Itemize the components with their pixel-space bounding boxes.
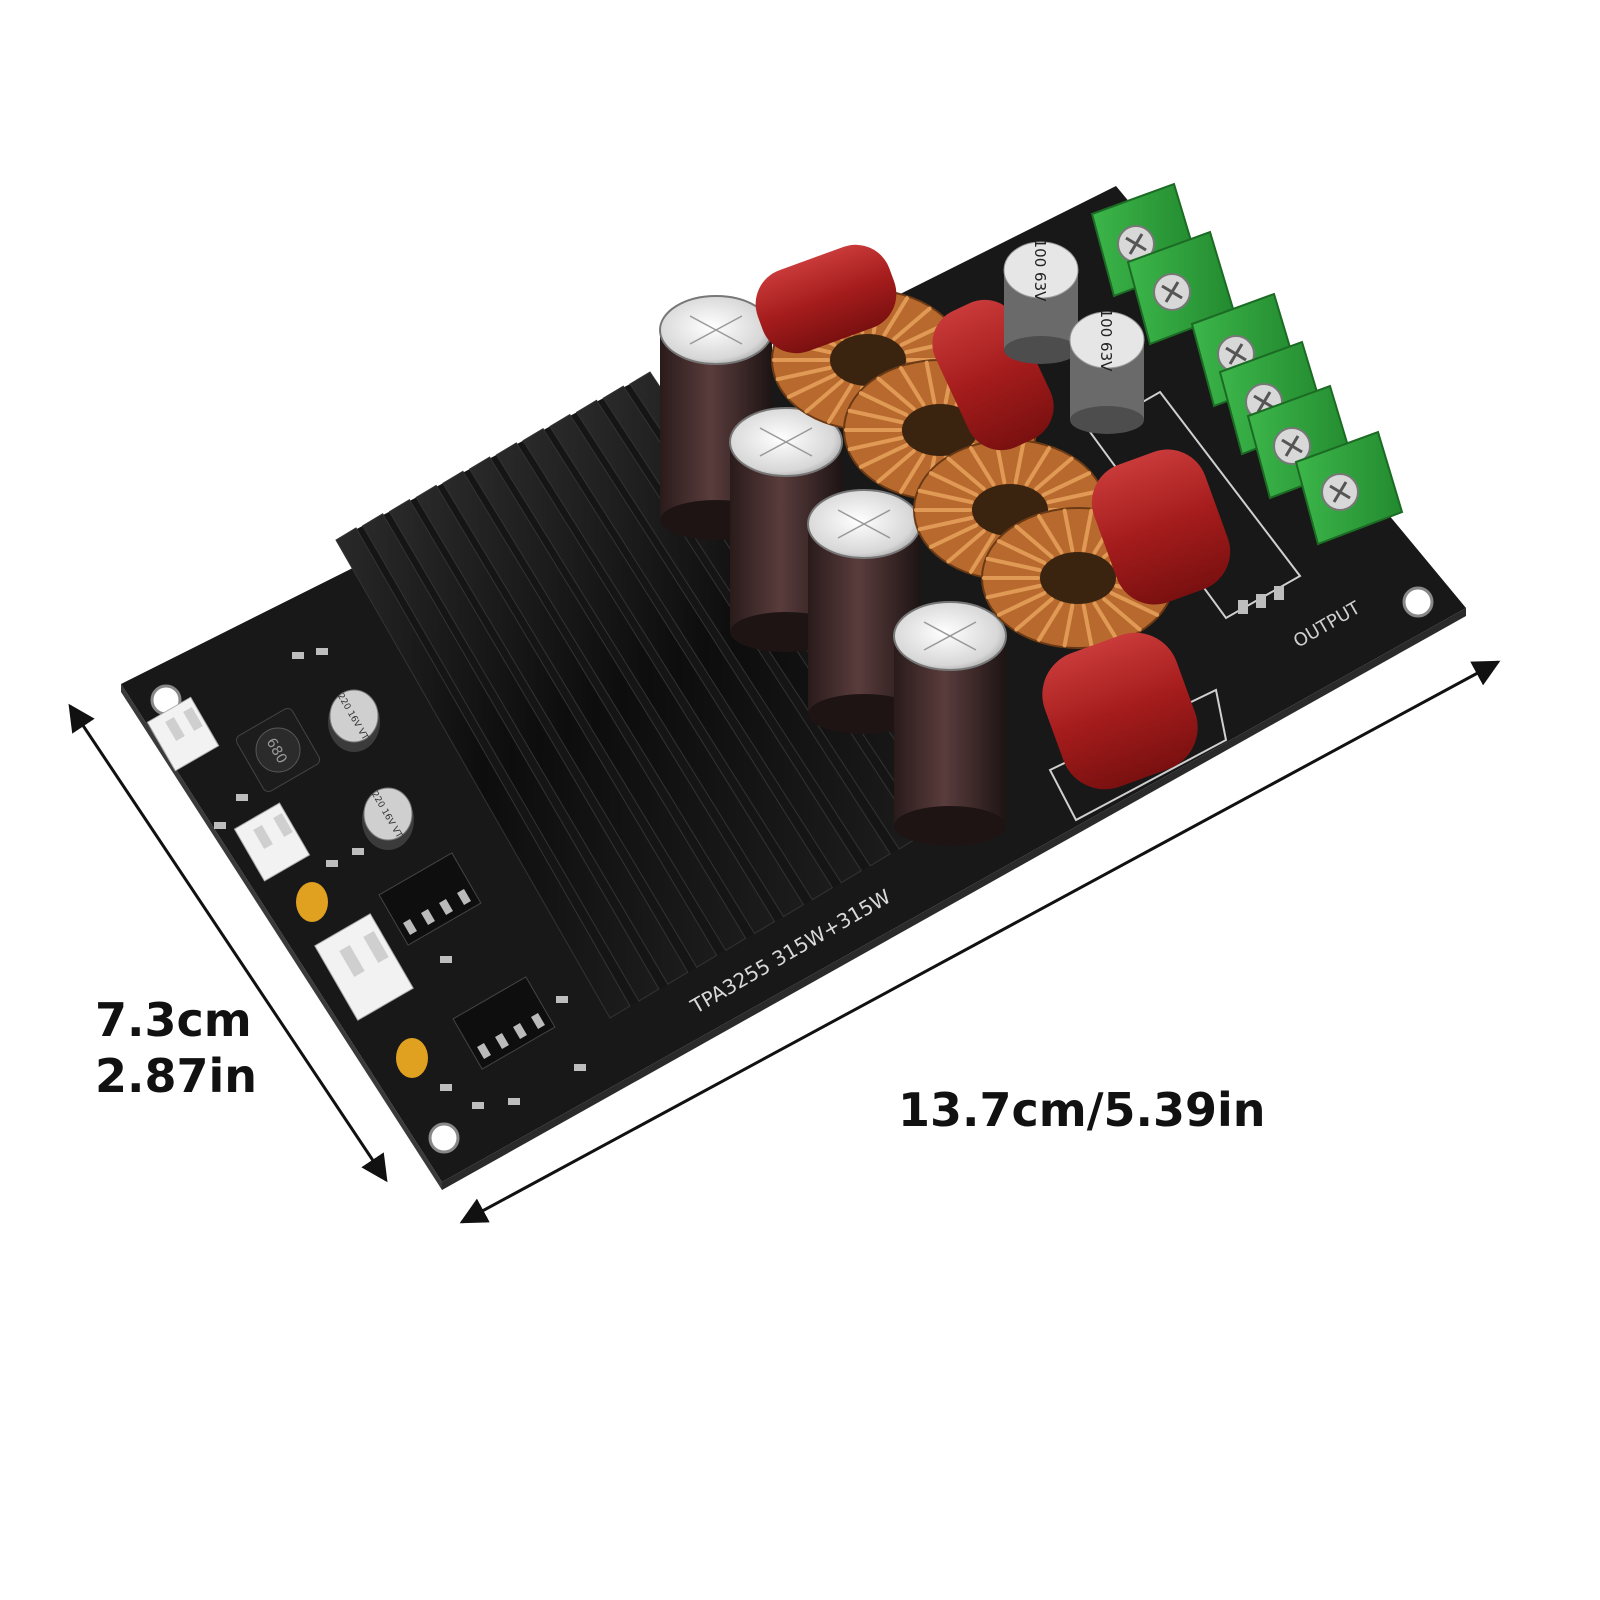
tantalum-capacitor: [396, 1038, 428, 1078]
height-dimension-label: 7.3cm 2.87in: [95, 992, 257, 1104]
terminal-screw: [1126, 230, 1236, 346]
bulk-capacitor: [893, 601, 1007, 846]
height-in: 2.87in: [95, 1049, 258, 1103]
small-electrolytic-capacitor: 220 16V VT: [362, 787, 414, 850]
output-capacitors: 100 63V 100 63V: [1003, 239, 1145, 434]
small-electrolytic-capacitor: 100 63V: [1003, 239, 1079, 364]
mounting-hole: [428, 1122, 460, 1154]
tantalum-capacitor: [296, 882, 328, 922]
width-dimension-label: 13.7cm/5.39in: [898, 1083, 1266, 1137]
terminal-block: [1190, 292, 1404, 546]
small-electrolytic-capacitor: 220 16V VT: [328, 689, 380, 752]
film-capacitor: [755, 244, 897, 354]
cap-marking: 100 63V: [1031, 239, 1049, 302]
small-electrolytic-capacitor: 100 63V: [1069, 309, 1145, 434]
height-dimension-arrow: [68, 703, 388, 1183]
film-capacitor: [1091, 449, 1231, 605]
output-terminals: [1090, 182, 1404, 546]
height-cm: 7.3cm: [95, 993, 252, 1047]
terminal-screw: [1294, 430, 1404, 546]
cap-marking: 100 63V: [1097, 309, 1115, 372]
width-dimension-arrow: [459, 660, 1501, 1224]
terminal-block: [1090, 182, 1236, 346]
mounting-hole: [1402, 586, 1434, 618]
